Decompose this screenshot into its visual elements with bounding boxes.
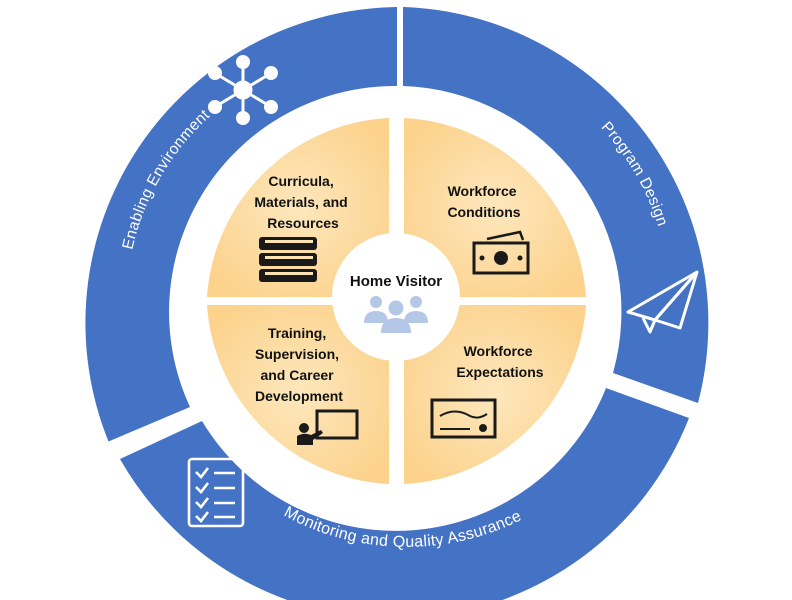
paper-plane-icon bbox=[626, 270, 699, 334]
quadrant-conditions bbox=[404, 118, 586, 297]
label-conditions: Workforce Conditions bbox=[447, 183, 520, 220]
teacher-board-icon bbox=[297, 409, 359, 445]
books-icon bbox=[259, 237, 317, 282]
money-icon bbox=[472, 230, 530, 275]
center-circle bbox=[332, 233, 460, 361]
segment-monitoring-quality-assurance bbox=[120, 388, 689, 600]
segment-program-design bbox=[403, 7, 709, 403]
checklist-icon bbox=[187, 457, 245, 528]
outer-ring bbox=[85, 7, 709, 600]
network-icon bbox=[208, 55, 278, 125]
label-curricula: Curricula, Materials, and Resources bbox=[254, 173, 351, 231]
segment-enabling-environment bbox=[85, 7, 398, 442]
label-expectations: Workforce Expectations bbox=[456, 343, 543, 380]
people-group-icon bbox=[364, 296, 428, 333]
label-training: Training, Supervision, and Career Develo… bbox=[255, 325, 343, 404]
label-home-visitor: Home Visitor bbox=[350, 273, 442, 290]
inner-quadrants bbox=[207, 118, 586, 484]
quadrant-curricula bbox=[207, 118, 389, 297]
quadrant-expectations bbox=[404, 305, 586, 484]
certificate-icon bbox=[430, 398, 497, 439]
